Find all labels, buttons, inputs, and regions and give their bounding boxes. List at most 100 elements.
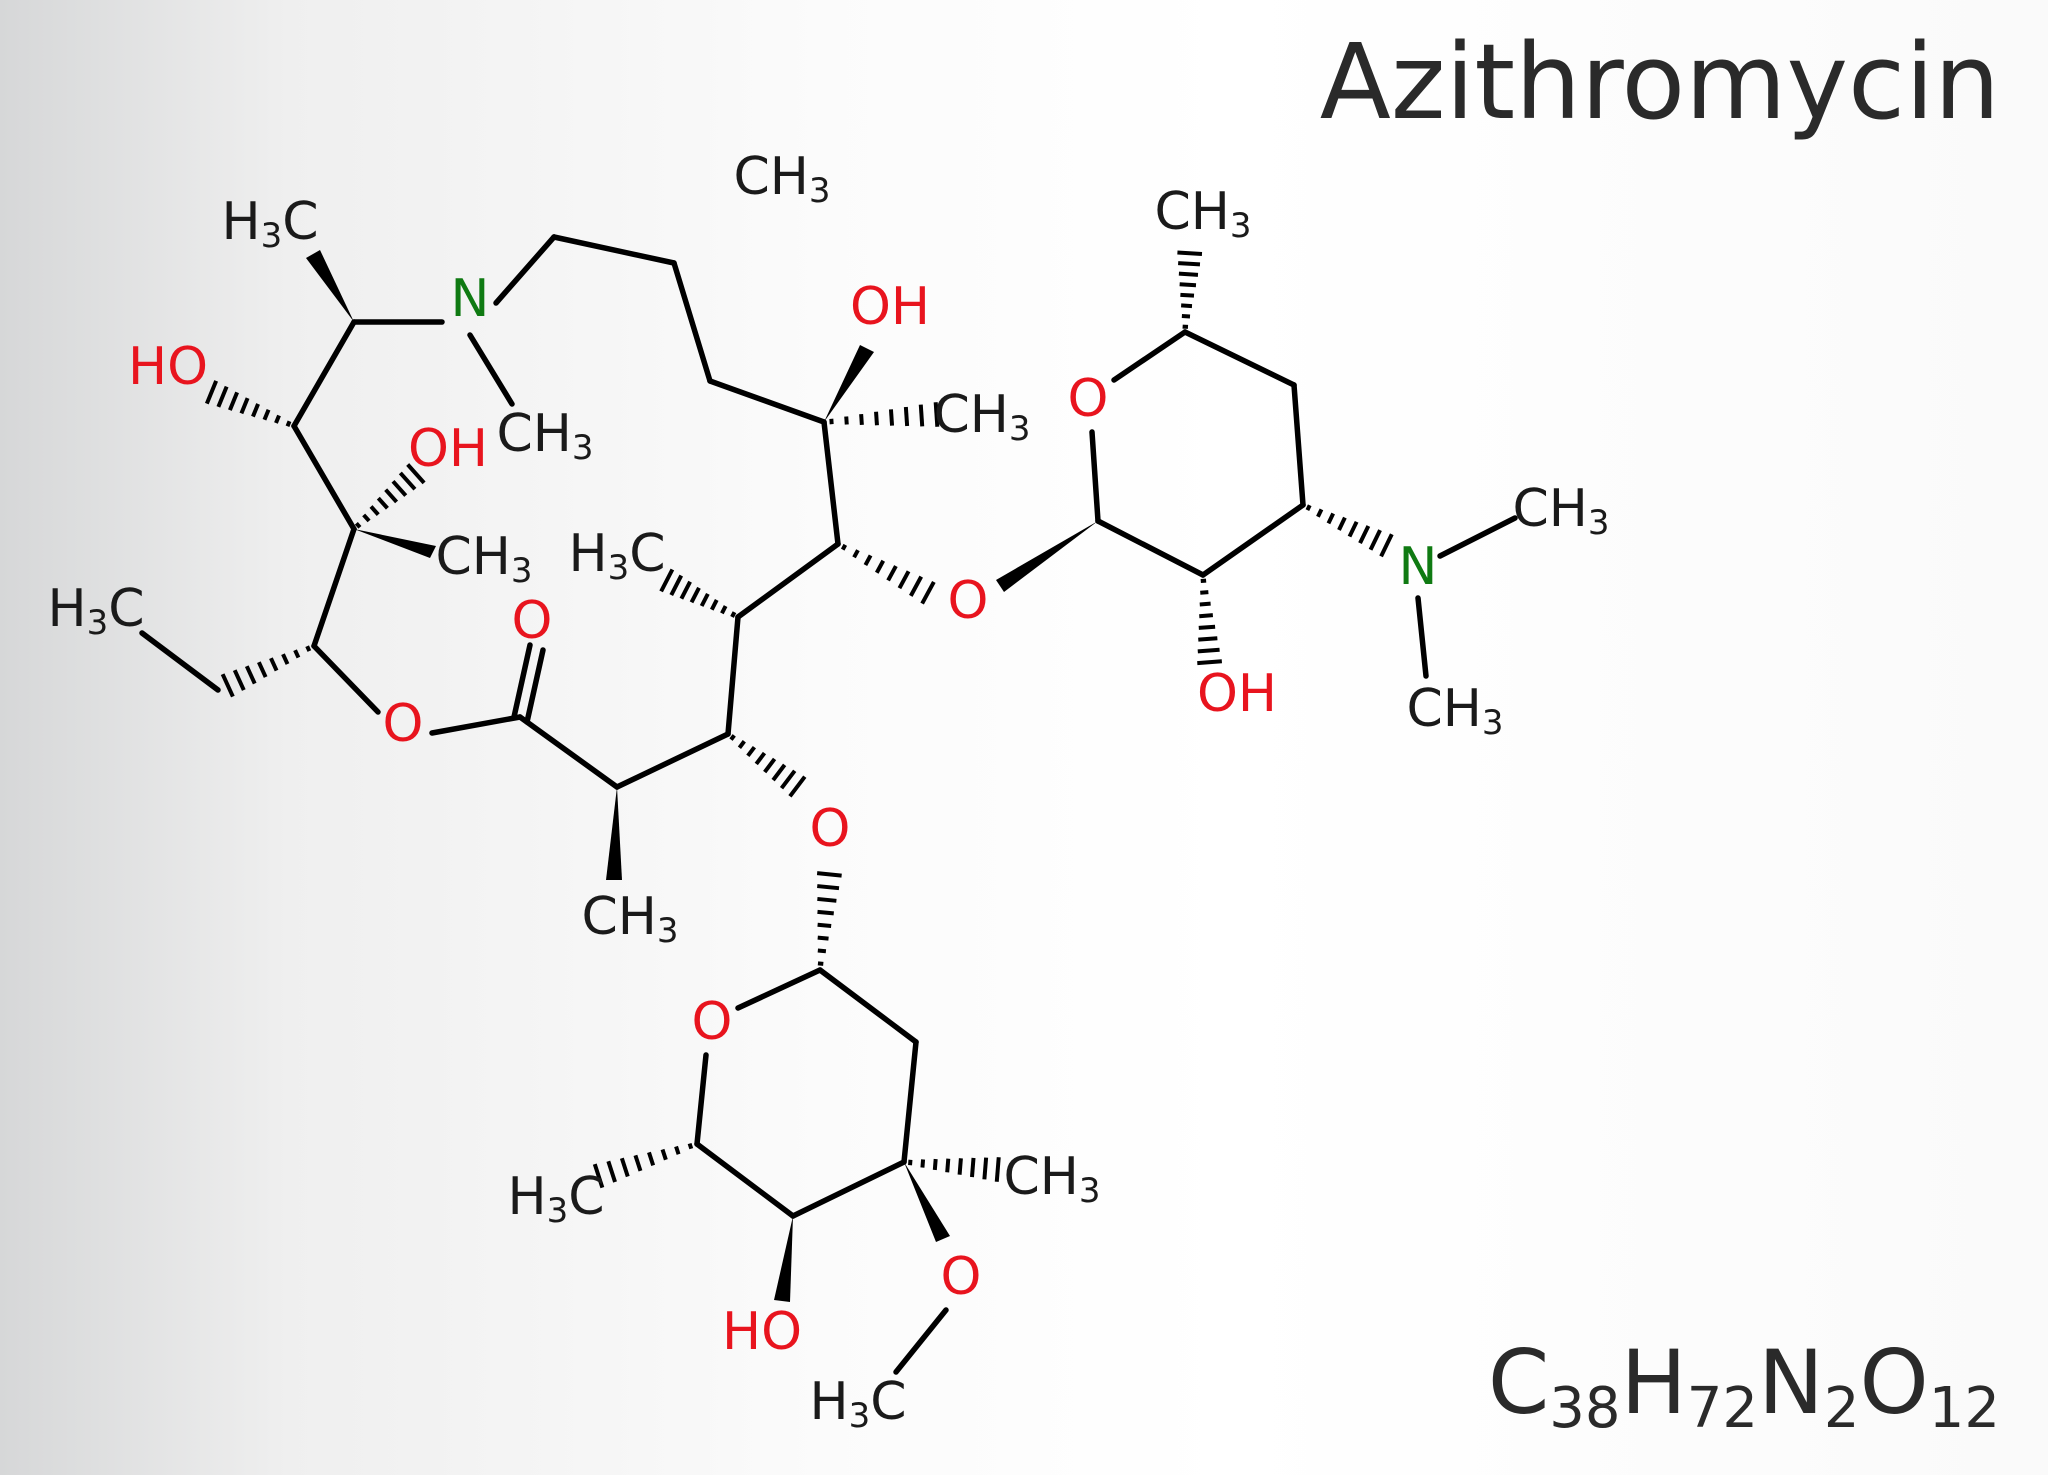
- atom-label: CH3: [933, 385, 1030, 449]
- hash-mark: [228, 391, 239, 411]
- stereo-bonds: [306, 250, 1098, 1302]
- bond: [817, 967, 919, 1045]
- bond: [694, 1141, 796, 1219]
- hash-mark: [817, 948, 827, 954]
- hash-mark: [1197, 647, 1220, 654]
- atom-label: CH3: [1512, 479, 1609, 543]
- hash-mark: [251, 403, 260, 418]
- hash-mark: [1178, 271, 1199, 277]
- bond: [291, 319, 357, 429]
- atom-label: CH3: [435, 527, 532, 591]
- hash-mark: [852, 549, 860, 559]
- bond: [517, 714, 620, 790]
- hash-mark: [816, 871, 842, 878]
- atom-label: O: [948, 571, 989, 631]
- hash-mark: [859, 413, 864, 426]
- hash-mark: [220, 673, 235, 698]
- atom-label: CH3: [733, 147, 830, 211]
- hash-mark: [1368, 529, 1382, 551]
- hash-mark: [897, 570, 911, 590]
- hash-mark: [1177, 250, 1203, 256]
- hash-mark: [920, 580, 936, 605]
- hash-mark: [909, 575, 923, 597]
- hash-mark: [874, 559, 886, 574]
- bond: [1415, 595, 1429, 679]
- hash-mark: [204, 380, 219, 405]
- hash-mark: [1181, 303, 1193, 309]
- hash-mark: [932, 1158, 938, 1171]
- hash-mark: [1199, 613, 1214, 619]
- compound-name: Azithromycin: [1319, 21, 2000, 143]
- hash-mark: [269, 657, 279, 672]
- atom-label: CH3: [1406, 679, 1503, 743]
- bond: [1111, 329, 1188, 383]
- atom-label: HO: [128, 337, 208, 397]
- hash-mark: [293, 649, 301, 659]
- hash-mark: [863, 554, 873, 566]
- hash-mark: [687, 1142, 694, 1150]
- bond: [790, 1159, 907, 1219]
- hash-mark: [779, 769, 797, 790]
- hash-mark: [1197, 659, 1222, 666]
- bond: [311, 526, 357, 649]
- bond: [901, 1039, 919, 1165]
- hash-mark: [376, 496, 389, 510]
- hash-mark: [674, 1145, 681, 1155]
- atom-label: OH: [850, 277, 930, 337]
- hash-mark: [730, 611, 737, 618]
- bonds: [139, 234, 1518, 1375]
- bond: [493, 234, 557, 306]
- atom-label: O: [512, 591, 553, 651]
- hash-mark: [817, 961, 824, 966]
- hash-mark: [817, 935, 829, 941]
- hash-mark: [281, 653, 290, 665]
- wedge-bond: [824, 345, 874, 422]
- atom-label: CH3: [581, 887, 678, 951]
- hash-mark: [933, 402, 940, 427]
- hash-mark: [239, 397, 250, 415]
- hash-mark: [982, 1157, 989, 1180]
- hash-mark: [606, 1160, 617, 1183]
- atom-label: H3C: [507, 1167, 604, 1231]
- hash-mark: [945, 1158, 951, 1173]
- hash-mark: [1337, 516, 1347, 531]
- wedge-bond: [306, 250, 354, 322]
- bond: [291, 423, 357, 532]
- hash-mark: [729, 734, 736, 741]
- hash-mark: [354, 521, 362, 529]
- atom-label: H3C: [809, 1372, 906, 1436]
- hash-mark: [257, 661, 268, 678]
- hash-mark: [1178, 261, 1201, 267]
- hash-mark: [763, 757, 777, 774]
- hash-mark: [362, 513, 371, 523]
- wedge-bond: [996, 521, 1098, 592]
- atom-label: O: [941, 1247, 982, 1307]
- hash-mark: [903, 406, 910, 427]
- hash-mark: [1379, 533, 1394, 558]
- bond: [467, 332, 515, 407]
- hash-mark: [888, 409, 895, 426]
- bond: [1200, 502, 1306, 578]
- hash-mark: [920, 1159, 926, 1168]
- wedge-bond: [354, 529, 436, 558]
- hash-mark: [669, 574, 684, 596]
- hash-mark: [369, 505, 380, 516]
- hash-mark: [305, 645, 312, 652]
- wedge-bond: [904, 1162, 950, 1242]
- hash-mark: [746, 745, 757, 758]
- bond: [614, 731, 731, 790]
- atom-label: OH: [1197, 664, 1277, 724]
- hash-mark: [886, 565, 898, 582]
- bond: [725, 614, 741, 737]
- atom-label: O: [1068, 369, 1109, 429]
- hash-mark: [274, 414, 281, 424]
- hash-mark: [918, 404, 925, 427]
- hash-mark: [592, 1163, 605, 1189]
- formula-count: 2: [1823, 1376, 1860, 1441]
- atom-label: N: [451, 269, 490, 329]
- atom-label: CH3: [1003, 1147, 1100, 1211]
- hash-mark: [874, 411, 879, 426]
- hash-mark: [969, 1157, 976, 1178]
- atom-label: HO: [722, 1302, 802, 1362]
